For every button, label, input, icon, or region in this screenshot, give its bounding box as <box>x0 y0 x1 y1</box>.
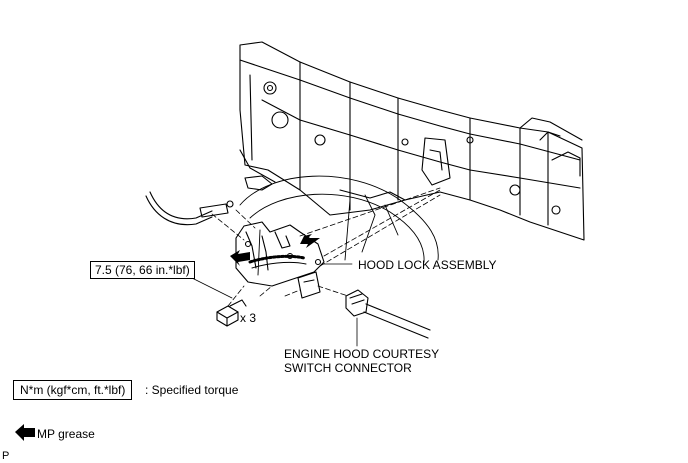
fan-shroud <box>239 175 439 276</box>
radiator-support-frame <box>239 41 585 241</box>
leader-lines <box>179 263 358 347</box>
legend-grease-desc: MP grease <box>37 427 95 441</box>
hood-lock-assembly <box>235 221 325 299</box>
footer-code: P <box>2 450 10 462</box>
legend-torque-unit: N*m (kgf*cm, ft.*lbf) <box>13 380 133 400</box>
courtesy-switch-label-line1: ENGINE HOOD COURTESY <box>284 347 440 361</box>
grease-arrow-icon <box>230 234 320 266</box>
bolt-icon <box>216 299 247 327</box>
legend-arrow-icon <box>15 424 35 441</box>
legend-torque-desc: : Specified torque <box>145 383 239 397</box>
torque-callout: 7.5 (76, 66 in.*lbf) <box>90 261 195 279</box>
courtesy-switch-connector <box>345 289 431 339</box>
courtesy-switch-label-line2: SWITCH CONNECTOR <box>284 361 412 375</box>
alignment-guides <box>211 187 441 307</box>
bolt-count: x 3 <box>240 311 257 325</box>
hood-release-cable <box>145 191 234 226</box>
hood-lock-assembly-label: HOOD LOCK ASSEMBLY <box>358 258 497 272</box>
